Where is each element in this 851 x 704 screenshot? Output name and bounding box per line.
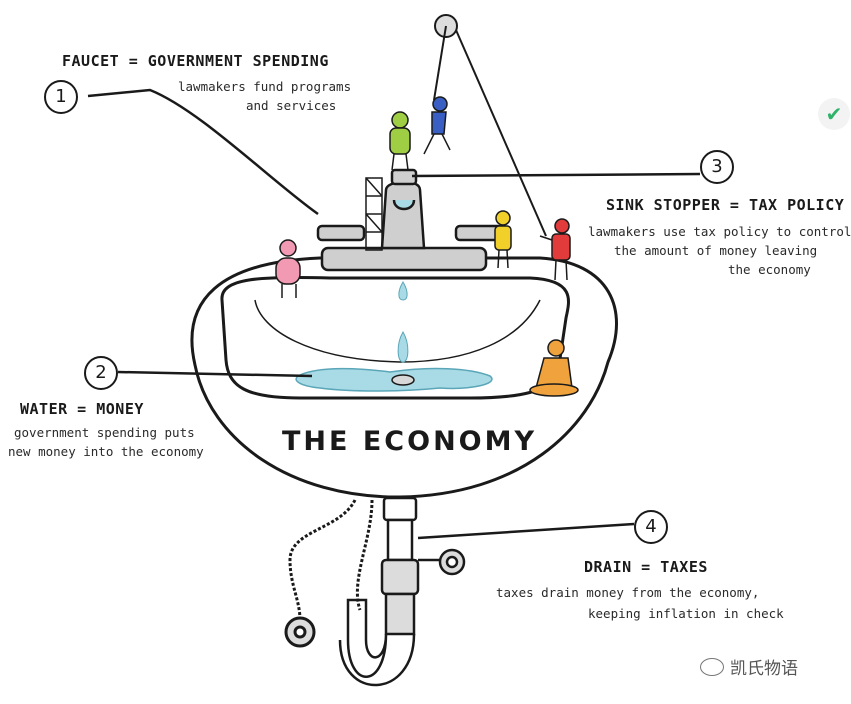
stopper-title: SINK STOPPER = TAX POLICY bbox=[606, 196, 845, 214]
faucet-title: FAUCET = GOVERNMENT SPENDING bbox=[62, 52, 329, 70]
pulley bbox=[433, 14, 547, 237]
faucet-desc-line-2: and services bbox=[246, 98, 337, 113]
figure-yellow bbox=[494, 210, 512, 269]
drain-title: DRAIN = TAXES bbox=[584, 558, 708, 576]
drain-hole bbox=[391, 374, 415, 386]
figure-red bbox=[539, 218, 571, 281]
figure-pink bbox=[275, 239, 301, 298]
leader-lines bbox=[87, 88, 701, 540]
number-2-circle: 2 bbox=[84, 356, 118, 390]
figure-orange bbox=[529, 339, 579, 397]
watermark-text: 凯氏物语 bbox=[730, 659, 798, 679]
water-desc-line-1: government spending puts bbox=[14, 425, 195, 440]
stopper-desc-line-1: lawmakers use tax policy to control bbox=[588, 224, 851, 239]
watermark: 凯氏物语 bbox=[700, 654, 798, 679]
supply-hoses bbox=[284, 499, 374, 648]
water-title: WATER = MONEY bbox=[20, 400, 144, 418]
sink-economy-label: THE ECONOMY bbox=[282, 426, 538, 457]
number-4-circle: 4 bbox=[634, 510, 668, 544]
number-3-circle: 3 bbox=[700, 150, 734, 184]
wechat-icon bbox=[700, 658, 724, 676]
drain-desc-line-2: keeping inflation in check bbox=[588, 606, 784, 621]
scaffold bbox=[365, 177, 383, 251]
drain-pipes bbox=[338, 496, 466, 687]
number-1-circle: 1 bbox=[44, 80, 78, 114]
stopper-desc-line-2: the amount of money leaving bbox=[614, 243, 818, 258]
figure-blue bbox=[423, 96, 451, 155]
brand-badge-icon: ✔ bbox=[818, 98, 850, 130]
figure-green bbox=[389, 111, 411, 171]
water-desc-line-2: new money into the economy bbox=[8, 444, 204, 459]
faucet bbox=[316, 168, 504, 272]
faucet-desc-line-1: lawmakers fund programs bbox=[178, 79, 352, 94]
drain-desc-line-1: taxes drain money from the economy, bbox=[496, 585, 760, 600]
stopper-desc-line-3: the economy bbox=[728, 262, 811, 277]
